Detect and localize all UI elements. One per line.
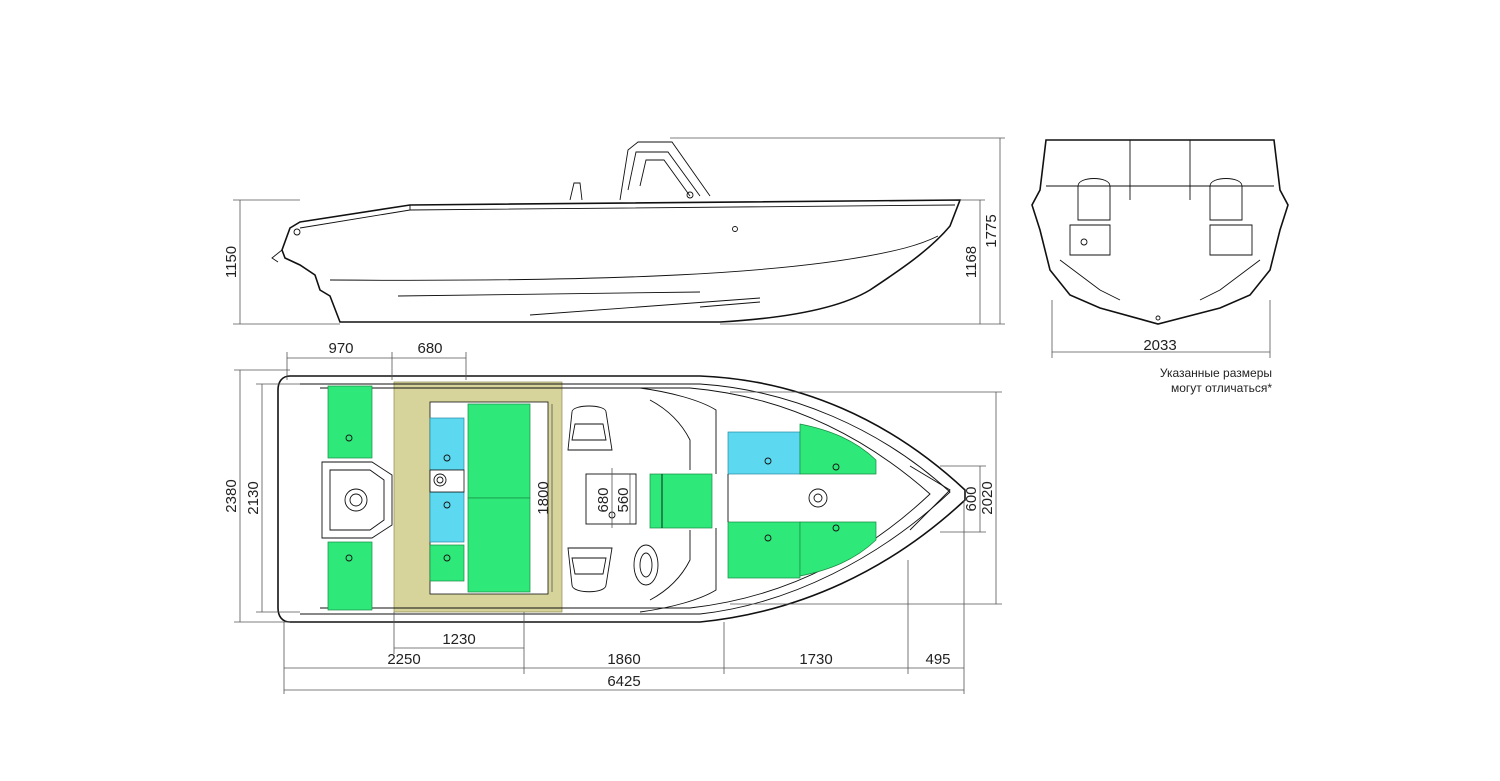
dim-1230: 1230 — [442, 631, 475, 648]
dim-2380: 2380 — [223, 479, 240, 512]
storage-stbd — [429, 491, 465, 543]
dim-1730: 1730 — [799, 651, 832, 668]
dim-2020: 2020 — [979, 481, 996, 514]
disclaimer-note: Указанные размеры могут отличаться* — [1160, 366, 1272, 396]
dim-2130: 2130 — [245, 481, 262, 514]
dim-1800: 1800 — [535, 481, 552, 514]
dim-600: 600 — [963, 486, 980, 511]
dim-1860: 1860 — [607, 651, 640, 668]
console-pad — [649, 473, 713, 529]
seat-aft-stbd — [327, 541, 373, 611]
dim-1150: 1150 — [223, 246, 240, 278]
side-dimensions: 1150 1168 1775 — [223, 137, 1005, 325]
bow-pad-port — [799, 423, 877, 475]
top-view — [277, 375, 966, 623]
dim-680-console: 680 — [595, 487, 612, 512]
dim-1775: 1775 — [983, 214, 1000, 247]
seat-small — [429, 544, 465, 582]
bow-pad-stbd-aft — [727, 521, 801, 579]
bow-pad-stbd — [799, 521, 877, 577]
dim-560: 560 — [615, 487, 632, 512]
dim-1168: 1168 — [963, 246, 980, 278]
dim-680-top: 680 — [417, 340, 442, 357]
dim-6425: 6425 — [607, 673, 640, 690]
seat-aft-port — [327, 385, 373, 459]
note-line-2: могут отличаться* — [1170, 381, 1272, 395]
storage-port — [429, 417, 465, 471]
note-line-1: Указанные размеры — [1159, 366, 1272, 380]
dim-2033: 2033 — [1143, 337, 1176, 354]
dim-2250: 2250 — [387, 651, 420, 668]
bench-rear — [467, 497, 531, 593]
bench-front — [467, 403, 531, 499]
top-dimensions: 970 680 2380 2130 1800 680 560 600 2020 … — [223, 340, 1002, 694]
dim-495: 495 — [925, 651, 950, 668]
rear-dimensions: 2033 — [1051, 300, 1271, 358]
dim-970: 970 — [328, 340, 353, 357]
bow-storage — [727, 431, 801, 475]
rear-view — [1031, 139, 1289, 325]
side-view — [271, 141, 962, 323]
